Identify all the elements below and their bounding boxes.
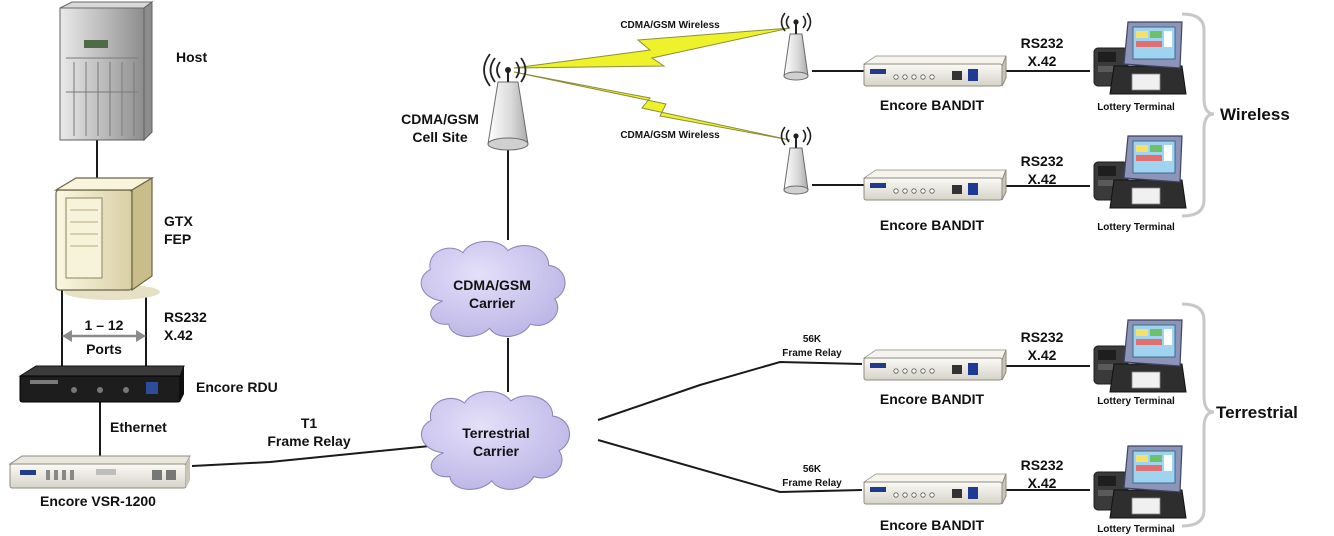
fep-server-icon bbox=[53, 176, 160, 300]
encore-vsr-1200-device-icon bbox=[8, 455, 191, 489]
cell-site-tower-icon bbox=[483, 53, 529, 151]
encore-bandit-1-icon bbox=[863, 55, 1007, 87]
host-label: Host bbox=[176, 49, 207, 65]
encore-rdu-device-icon bbox=[18, 365, 185, 403]
wireless-link-2 bbox=[513, 71, 791, 141]
terrestrial-carrier-label-line2: Carrier bbox=[473, 443, 519, 459]
fep-label: FEP bbox=[164, 231, 191, 247]
cdma-carrier-label-line1: CDMA/GSM bbox=[453, 277, 531, 293]
terrestrial-group-label: Terrestrial bbox=[1216, 403, 1298, 422]
wireless-link-1 bbox=[513, 27, 791, 69]
frame-relay-56k-a-label-line1: 56K bbox=[803, 334, 822, 345]
rs232-3-label: RS232 bbox=[1021, 329, 1064, 345]
vsr-label: Encore VSR-1200 bbox=[40, 493, 156, 509]
bandit-4-label: Encore BANDIT bbox=[880, 517, 985, 533]
wireless-link-1-label: CDMA/GSM Wireless bbox=[620, 20, 720, 31]
rs232-2-label: RS232 bbox=[1021, 153, 1064, 169]
x42-3-label: X.42 bbox=[1028, 347, 1057, 363]
terrestrial-group-bracket bbox=[1181, 302, 1215, 528]
frame-relay-56k-a-label-line2: Frame Relay bbox=[782, 348, 842, 359]
terrestrial-to-bandit-3-line bbox=[597, 360, 863, 421]
fep-rs232-label: RS232 bbox=[164, 309, 207, 325]
remote-antenna-2-icon bbox=[780, 126, 812, 195]
fep-x42-label: X.42 bbox=[164, 327, 193, 343]
frame-relay-56k-b-label-line1: 56K bbox=[803, 464, 822, 475]
ethernet-label: Ethernet bbox=[110, 419, 167, 435]
terminal-2-label: Lottery Terminal bbox=[1097, 222, 1175, 233]
lottery-terminal-4-icon bbox=[1093, 445, 1187, 519]
remote-antenna-1-icon bbox=[780, 12, 812, 81]
x42-2-label: X.42 bbox=[1028, 171, 1057, 187]
lottery-terminal-2-icon bbox=[1093, 135, 1187, 209]
wireless-group-bracket bbox=[1181, 12, 1215, 218]
cdma-carrier-label-line2: Carrier bbox=[469, 295, 515, 311]
bandit-3-label: Encore BANDIT bbox=[880, 391, 985, 407]
cell-site-label-line2: Cell Site bbox=[412, 129, 467, 145]
x42-4-label: X.42 bbox=[1028, 475, 1057, 491]
wireless-link-2-label: CDMA/GSM Wireless bbox=[620, 130, 720, 141]
lottery-terminal-3-icon bbox=[1093, 319, 1187, 393]
terminal-3-label: Lottery Terminal bbox=[1097, 396, 1175, 407]
t1-frame-relay-line bbox=[191, 445, 431, 467]
terrestrial-carrier-label-line1: Terrestrial bbox=[462, 425, 529, 441]
rs232-1-label: RS232 bbox=[1021, 35, 1064, 51]
terminal-4-label: Lottery Terminal bbox=[1097, 524, 1175, 535]
gtx-label: GTX bbox=[164, 213, 193, 229]
lottery-terminal-1-icon bbox=[1093, 21, 1187, 95]
encore-bandit-2-icon bbox=[863, 169, 1007, 201]
encore-rdu-label: Encore RDU bbox=[196, 379, 278, 395]
t1-label: T1 bbox=[301, 415, 318, 431]
frame-relay-56k-b-label-line2: Frame Relay bbox=[782, 478, 842, 489]
ports-label: Ports bbox=[86, 341, 122, 357]
wireless-group-label: Wireless bbox=[1220, 105, 1290, 124]
ports-bracket bbox=[62, 330, 146, 342]
bandit-1-label: Encore BANDIT bbox=[880, 97, 985, 113]
terminal-1-label: Lottery Terminal bbox=[1097, 102, 1175, 113]
connection-lines bbox=[61, 70, 1090, 494]
encore-bandit-3-icon bbox=[863, 349, 1007, 381]
t1-frame-relay-label: Frame Relay bbox=[267, 433, 350, 449]
rs232-4-label: RS232 bbox=[1021, 457, 1064, 473]
cell-site-label-line1: CDMA/GSM bbox=[401, 111, 479, 127]
terrestrial-to-bandit-4-line bbox=[597, 439, 863, 494]
host-server-icon bbox=[59, 1, 154, 142]
bandit-2-label: Encore BANDIT bbox=[880, 217, 985, 233]
encore-bandit-4-icon bbox=[863, 473, 1007, 505]
x42-1-label: X.42 bbox=[1028, 53, 1057, 69]
ports-range-label: 1 – 12 bbox=[85, 317, 124, 333]
